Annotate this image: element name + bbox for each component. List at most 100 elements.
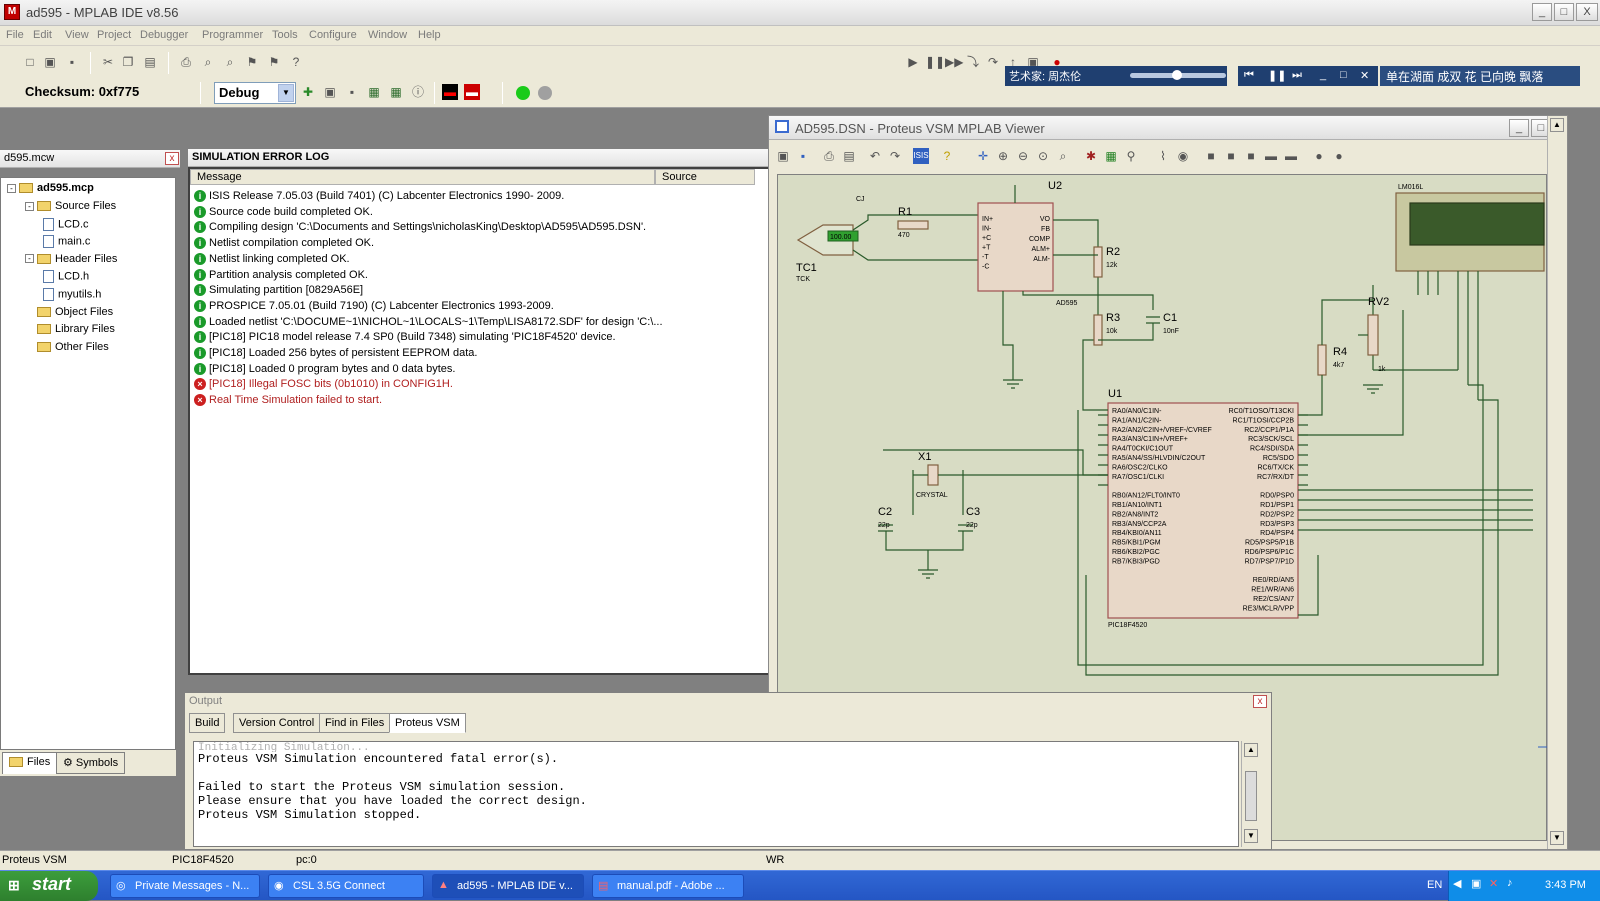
- eye-icon[interactable]: ◉: [1177, 149, 1189, 163]
- menu-tools[interactable]: Tools: [272, 29, 298, 41]
- log-row[interactable]: ×[PIC18] Illegal FOSC bits (0b1010) in C…: [194, 378, 453, 391]
- zoom-area-icon[interactable]: ⌕: [1059, 149, 1067, 163]
- tab-files[interactable]: Files: [2, 752, 58, 774]
- isis-icon[interactable]: ISIS: [913, 148, 929, 164]
- step-into-icon[interactable]: ⤵: [966, 55, 979, 69]
- menu-programmer[interactable]: Programmer: [202, 29, 264, 41]
- alert-tray-icon[interactable]: ✕: [1489, 878, 1499, 890]
- menu-project[interactable]: Project: [97, 29, 132, 41]
- menu-view[interactable]: View: [65, 29, 89, 41]
- tree-item-other-files[interactable]: Other Files: [25, 341, 109, 353]
- save-icon[interactable]: ▪: [69, 55, 75, 69]
- scroll-up-icon[interactable]: ▲: [1550, 118, 1564, 132]
- menu-debugger[interactable]: Debugger: [140, 29, 189, 41]
- tab-build[interactable]: Build: [189, 713, 226, 733]
- menu-edit[interactable]: Edit: [33, 29, 52, 41]
- programmer-read-icon[interactable]: ▬: [442, 84, 458, 100]
- zoom-out-icon[interactable]: ⊖: [1017, 149, 1029, 163]
- netlist-icon[interactable]: ▦: [1105, 149, 1117, 163]
- tray-icon[interactable]: ◀: [1453, 878, 1462, 890]
- tab-version-control[interactable]: Version Control: [233, 713, 321, 733]
- open-folder-icon[interactable]: ▣: [44, 55, 56, 69]
- pan-icon[interactable]: ✛: [977, 149, 989, 163]
- start-button[interactable]: ⊞start: [0, 871, 98, 901]
- tree-item-library-files[interactable]: Library Files: [25, 323, 115, 335]
- maximize-button[interactable]: □: [1554, 3, 1574, 21]
- page-setup-icon[interactable]: ▤: [843, 149, 855, 163]
- scroll-down-icon[interactable]: ▼: [1550, 831, 1564, 845]
- run-icon[interactable]: ▶: [908, 55, 918, 69]
- undo-icon[interactable]: ↶: [869, 149, 881, 163]
- log-row[interactable]: i[PIC18] PIC18 model release 7.4 SP0 (Bu…: [194, 331, 616, 344]
- wire-icon[interactable]: ⌇: [1160, 149, 1166, 163]
- menu-help[interactable]: Help: [418, 29, 441, 41]
- new-file-icon[interactable]: □: [26, 55, 34, 69]
- find-next-icon[interactable]: ⌕: [226, 55, 234, 69]
- proteus-vscroll[interactable]: ▲ ▼: [1547, 116, 1567, 849]
- debug-icon[interactable]: ✱: [1085, 149, 1097, 163]
- col-source[interactable]: Source: [655, 169, 755, 185]
- tool-icon[interactable]: ■: [1227, 149, 1235, 163]
- animate-icon[interactable]: ▶▶: [945, 55, 964, 69]
- build-all-icon[interactable]: ▦: [390, 85, 402, 99]
- zoom-all-icon[interactable]: ⊙: [1037, 149, 1049, 163]
- step-over-icon[interactable]: ↷: [987, 55, 999, 69]
- volume-tray-icon[interactable]: ♪: [1507, 877, 1513, 889]
- new-project-icon[interactable]: ✚: [302, 85, 314, 99]
- media-restore-icon[interactable]: □: [1340, 69, 1347, 81]
- chevron-down-icon[interactable]: ▼: [278, 84, 294, 102]
- log-row[interactable]: ×Real Time Simulation failed to start.: [194, 394, 382, 407]
- task-private-messages[interactable]: ◎Private Messages - N...: [110, 874, 260, 898]
- tool-icon[interactable]: ●: [1335, 149, 1343, 163]
- tree-item-lcd-c[interactable]: LCD.c: [43, 217, 89, 231]
- redo-icon[interactable]: ↷: [889, 149, 901, 163]
- open-icon[interactable]: ▣: [777, 149, 789, 163]
- output-vscroll[interactable]: ▲ ▼: [1241, 741, 1261, 847]
- volume-slider[interactable]: [1130, 70, 1226, 80]
- scroll-thumb[interactable]: [1245, 771, 1257, 821]
- tool-icon[interactable]: ▬: [1285, 149, 1297, 163]
- tool-icon[interactable]: ▬: [1265, 149, 1277, 163]
- menu-configure[interactable]: Configure: [309, 29, 357, 41]
- make-icon[interactable]: ▦: [368, 85, 380, 99]
- collapse-icon[interactable]: -: [7, 183, 16, 193]
- scroll-up-icon[interactable]: ▲: [1244, 743, 1258, 757]
- reset-icon[interactable]: ▣: [1027, 55, 1039, 69]
- probe-icon[interactable]: ⚲: [1126, 149, 1136, 163]
- save-icon[interactable]: ▪: [800, 149, 806, 163]
- collapse-icon[interactable]: -: [25, 254, 34, 264]
- proteus-minimize-button[interactable]: _: [1509, 119, 1529, 137]
- menu-window[interactable]: Window: [368, 29, 408, 41]
- save-project-icon[interactable]: ▪: [349, 85, 355, 99]
- log-row[interactable]: i[PIC18] Loaded 256 bytes of persistent …: [194, 347, 477, 360]
- menu-file[interactable]: File: [6, 29, 24, 41]
- breakpoint-icon[interactable]: ●: [1053, 55, 1061, 69]
- pause-icon[interactable]: ❚❚: [925, 55, 946, 69]
- info-icon[interactable]: ⓘ: [411, 85, 424, 99]
- log-row[interactable]: i[PIC18] Loaded 0 program bytes and 0 da…: [194, 363, 455, 375]
- tree-item-header-files[interactable]: -Header Files: [25, 253, 117, 265]
- output-close-icon[interactable]: x: [1253, 695, 1267, 708]
- pause-track-icon[interactable]: ❚❚: [1268, 70, 1287, 82]
- task-mplab[interactable]: ▲ad595 - MPLAB IDE v...: [432, 874, 584, 898]
- open-project-icon[interactable]: ▣: [324, 85, 336, 99]
- build-config-select[interactable]: Debug▼: [214, 82, 296, 104]
- workspace-close-icon[interactable]: x: [165, 152, 179, 165]
- tool-icon[interactable]: ●: [1315, 149, 1323, 163]
- tree-item-source-files[interactable]: -Source Files: [25, 200, 116, 212]
- bookmark-next-icon[interactable]: ⚑: [268, 55, 280, 69]
- tree-root[interactable]: -ad595.mcp: [7, 182, 94, 194]
- help-icon[interactable]: ?: [292, 55, 300, 69]
- task-csl-connect[interactable]: ◉CSL 3.5G Connect: [268, 874, 424, 898]
- scroll-down-icon[interactable]: ▼: [1244, 829, 1258, 843]
- schematic-canvas[interactable]: 100.00 U2 AD595 U1 PIC18F4520 R1 470 R2 …: [777, 174, 1548, 841]
- tree-item-main-c[interactable]: main.c: [43, 235, 90, 249]
- minimize-button[interactable]: _: [1532, 3, 1552, 21]
- media-minimize-icon[interactable]: _: [1320, 69, 1327, 81]
- media-close-icon[interactable]: ✕: [1360, 70, 1370, 82]
- network-tray-icon[interactable]: ▣: [1471, 878, 1482, 890]
